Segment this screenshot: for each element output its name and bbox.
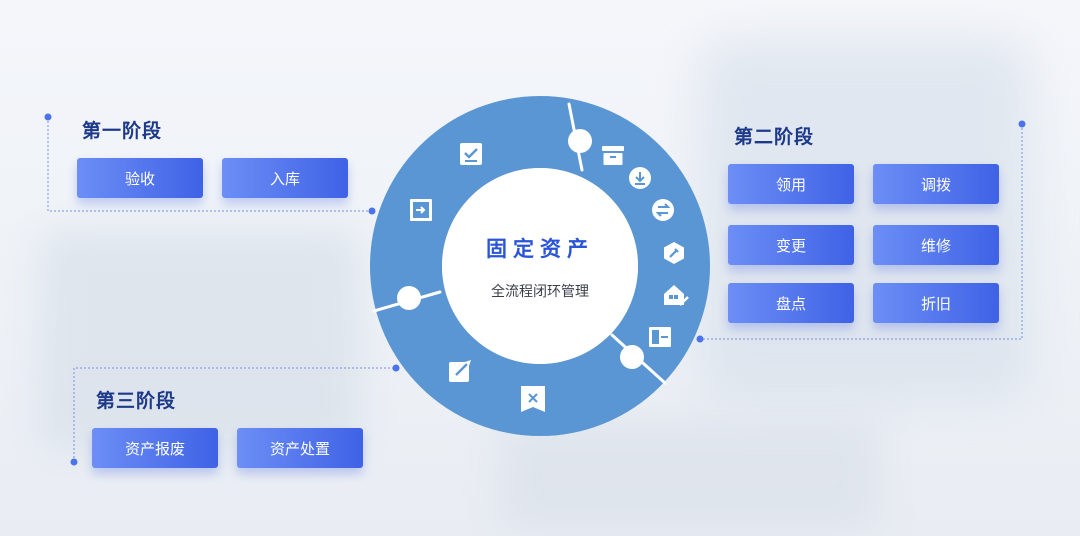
knob-top bbox=[568, 129, 592, 153]
connector-dots bbox=[44, 113, 1026, 466]
connector-dot bbox=[696, 335, 704, 343]
connector-stage-1 bbox=[47, 117, 372, 212]
stage-2-title: 第二阶段 bbox=[734, 126, 815, 148]
stage-3-title: 第三阶段 bbox=[96, 390, 177, 412]
stage-2-item-requisition[interactable]: 领用 bbox=[728, 164, 854, 204]
check-icon bbox=[460, 143, 482, 165]
stage-2-item-change[interactable]: 变更 bbox=[728, 225, 854, 265]
connector-dot bbox=[368, 207, 376, 215]
stage-3-item-scrap[interactable]: 资产报废 bbox=[92, 428, 218, 468]
archive-box-icon bbox=[602, 146, 624, 165]
connector-stage-3 bbox=[73, 367, 396, 462]
ring-knobs bbox=[397, 129, 644, 369]
center-subtitle: 全流程闭环管理 bbox=[491, 284, 589, 300]
stage-1-item-acceptance[interactable]: 验收 bbox=[77, 158, 203, 198]
stage-2-item-transfer[interactable]: 调拨 bbox=[873, 164, 999, 204]
stage-1-title: 第一阶段 bbox=[82, 120, 163, 142]
connector-dot bbox=[70, 458, 78, 466]
ring-icons bbox=[410, 143, 689, 412]
connector-lines bbox=[47, 117, 1023, 462]
stage-2-item-depreciation[interactable]: 折旧 bbox=[873, 283, 999, 323]
download-icon bbox=[629, 167, 651, 189]
house-edit-icon bbox=[664, 285, 689, 306]
layout-icon bbox=[649, 327, 671, 347]
knob-left bbox=[397, 286, 421, 310]
ring-inner bbox=[442, 168, 638, 364]
center-title: 固定资产 bbox=[486, 237, 594, 261]
connector-dot bbox=[44, 113, 52, 121]
transfer-icon bbox=[652, 199, 674, 221]
stage-1-item-warehousing[interactable]: 入库 bbox=[222, 158, 348, 198]
connector-dot bbox=[392, 364, 400, 372]
connector-stage-2 bbox=[700, 124, 1023, 340]
stage-2-item-maintenance[interactable]: 维修 bbox=[873, 225, 999, 265]
stage-3-item-disposal[interactable]: 资产处置 bbox=[237, 428, 363, 468]
import-icon bbox=[410, 199, 432, 221]
wrench-icon bbox=[664, 242, 684, 264]
stage-2-item-inventory-check[interactable]: 盘点 bbox=[728, 283, 854, 323]
close-icon bbox=[521, 386, 545, 412]
ring bbox=[370, 96, 710, 436]
connector-dot bbox=[1018, 120, 1026, 128]
knob-bottom-right bbox=[620, 345, 644, 369]
edit-icon bbox=[449, 360, 471, 382]
